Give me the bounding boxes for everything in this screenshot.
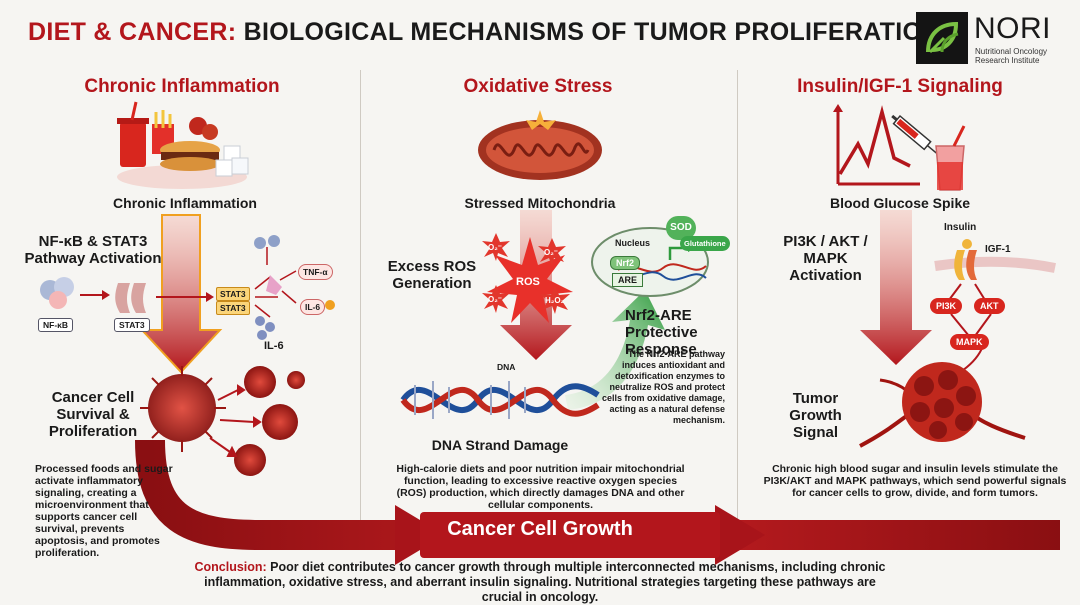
superoxide-burst-a bbox=[482, 233, 510, 261]
superoxide-label-b: O₂⁻ bbox=[544, 248, 558, 257]
nfkb-stat3-diagram bbox=[40, 235, 335, 340]
nucleus-label: Nucleus bbox=[615, 238, 651, 248]
flow-arrow-head-2 bbox=[715, 505, 765, 565]
stat3-dimer-a: STAT3 bbox=[216, 287, 250, 301]
flow-band bbox=[135, 439, 1060, 550]
title-highlight: DIET & CANCER: bbox=[28, 18, 237, 46]
conclusion-label: Conclusion: bbox=[194, 560, 267, 574]
logo-name: NORI bbox=[974, 12, 1051, 45]
cancer-cell-survival-label: Cancer Cell Survival & Proliferation bbox=[48, 389, 138, 440]
tumor-mass-illustration bbox=[859, 362, 1026, 448]
oxidative-description: High-calorie diets and poor nutrition im… bbox=[396, 463, 685, 511]
excess-ros-label: Excess ROS Generation bbox=[387, 258, 477, 292]
glutathione-label: Glutathione bbox=[680, 236, 730, 251]
cancer-cells-illustration bbox=[140, 366, 305, 476]
il6-bottom-label: IL-6 bbox=[264, 340, 284, 352]
column-divider-1 bbox=[360, 70, 361, 540]
blood-glucose-spike-label: Blood Glucose Spike bbox=[829, 195, 971, 211]
chronic-inflammation-image-label: Chronic Inflammation bbox=[113, 195, 257, 211]
ros-center-label: ROS bbox=[516, 276, 540, 288]
nrf2-label: Nrf2 bbox=[610, 256, 641, 270]
inflammation-down-arrow bbox=[139, 214, 223, 374]
hydrogen-peroxide-label: H₂O₂ bbox=[545, 296, 565, 305]
hydrogen-peroxide-burst bbox=[540, 286, 570, 314]
title-rest: BIOLOGICAL MECHANISMS OF TUMOR PROLIFERA… bbox=[236, 18, 941, 46]
conclusion: Conclusion: Poor diet contributes to can… bbox=[0, 560, 1080, 605]
tnf-alpha-label: TNF-α bbox=[298, 264, 333, 280]
mitochondria-illustration bbox=[478, 110, 602, 180]
nfkb-label: NF-κB bbox=[38, 318, 74, 332]
pi3k-akt-mapk-label: PI3K / AKT / MAPK Activation bbox=[783, 233, 868, 284]
inflammation-description: Processed foods and sugar activate infla… bbox=[35, 463, 173, 559]
conclusion-text: Poor diet contributes to cancer growth t… bbox=[204, 560, 886, 604]
ros-burst bbox=[487, 237, 573, 323]
insulin-description: Chronic high blood sugar and insulin lev… bbox=[763, 463, 1067, 499]
akt-node: AKT bbox=[974, 298, 1005, 314]
il6-right-label: IL-6 bbox=[300, 299, 326, 315]
insulin-label: Insulin bbox=[944, 222, 977, 233]
nrf2-are-title: Nrf2-ARE Protective Response bbox=[625, 307, 698, 358]
superoxide-label-c: O₂⁻ bbox=[488, 295, 502, 304]
stat3-dimer-b: STAT3 bbox=[216, 301, 250, 315]
page-title: DIET & CANCER: BIOLOGICAL MECHANISMS OF … bbox=[28, 18, 941, 47]
igf1-label: IGF-1 bbox=[985, 244, 1011, 255]
oxidative-title: Oxidative Stress bbox=[463, 76, 613, 97]
stressed-mitochondria-label: Stressed Mitochondria bbox=[464, 195, 616, 211]
nrf2-are-description: The Nrf2-ARE pathway induces antioxidant… bbox=[601, 349, 725, 425]
are-label: ARE bbox=[612, 273, 644, 287]
superoxide-burst-c bbox=[482, 285, 510, 313]
junk-food-illustration bbox=[117, 101, 249, 189]
dna-label: DNA bbox=[497, 362, 516, 372]
insulin-title: Insulin/IGF-1 Signaling bbox=[797, 76, 1003, 97]
tumor-growth-signal-label: Tumor Growth Signal bbox=[789, 390, 842, 441]
superoxide-burst-b bbox=[538, 238, 566, 266]
logo-emblem bbox=[916, 12, 968, 64]
column-divider-2 bbox=[737, 70, 738, 540]
leaf-icon bbox=[926, 21, 959, 54]
superoxide-label-a: O₂⁻ bbox=[488, 243, 502, 252]
dna-helix-illustration bbox=[400, 381, 600, 419]
mapk-node: MAPK bbox=[950, 334, 989, 350]
stat3-label: STAT3 bbox=[114, 318, 150, 332]
pi3k-node: PI3K bbox=[930, 298, 963, 314]
glucose-spike-illustration bbox=[833, 104, 966, 191]
inflammation-title: Chronic Inflammation bbox=[84, 76, 280, 97]
nori-logo: NORI Nutritional Oncology Research Insti… bbox=[916, 12, 1068, 66]
nfkb-stat3-pathway-label: NF-κB & STAT3 Pathway Activation bbox=[24, 233, 162, 267]
nrf2-green-arrow bbox=[565, 290, 665, 410]
logo-subtitle: Nutritional Oncology Research Institute bbox=[975, 47, 1048, 65]
growth-label-box bbox=[420, 512, 720, 558]
dna-strand-damage-label: DNA Strand Damage bbox=[431, 437, 569, 453]
glucose-down-arrow bbox=[860, 210, 932, 365]
cancer-cell-growth-label: Cancer Cell Growth bbox=[447, 518, 633, 540]
